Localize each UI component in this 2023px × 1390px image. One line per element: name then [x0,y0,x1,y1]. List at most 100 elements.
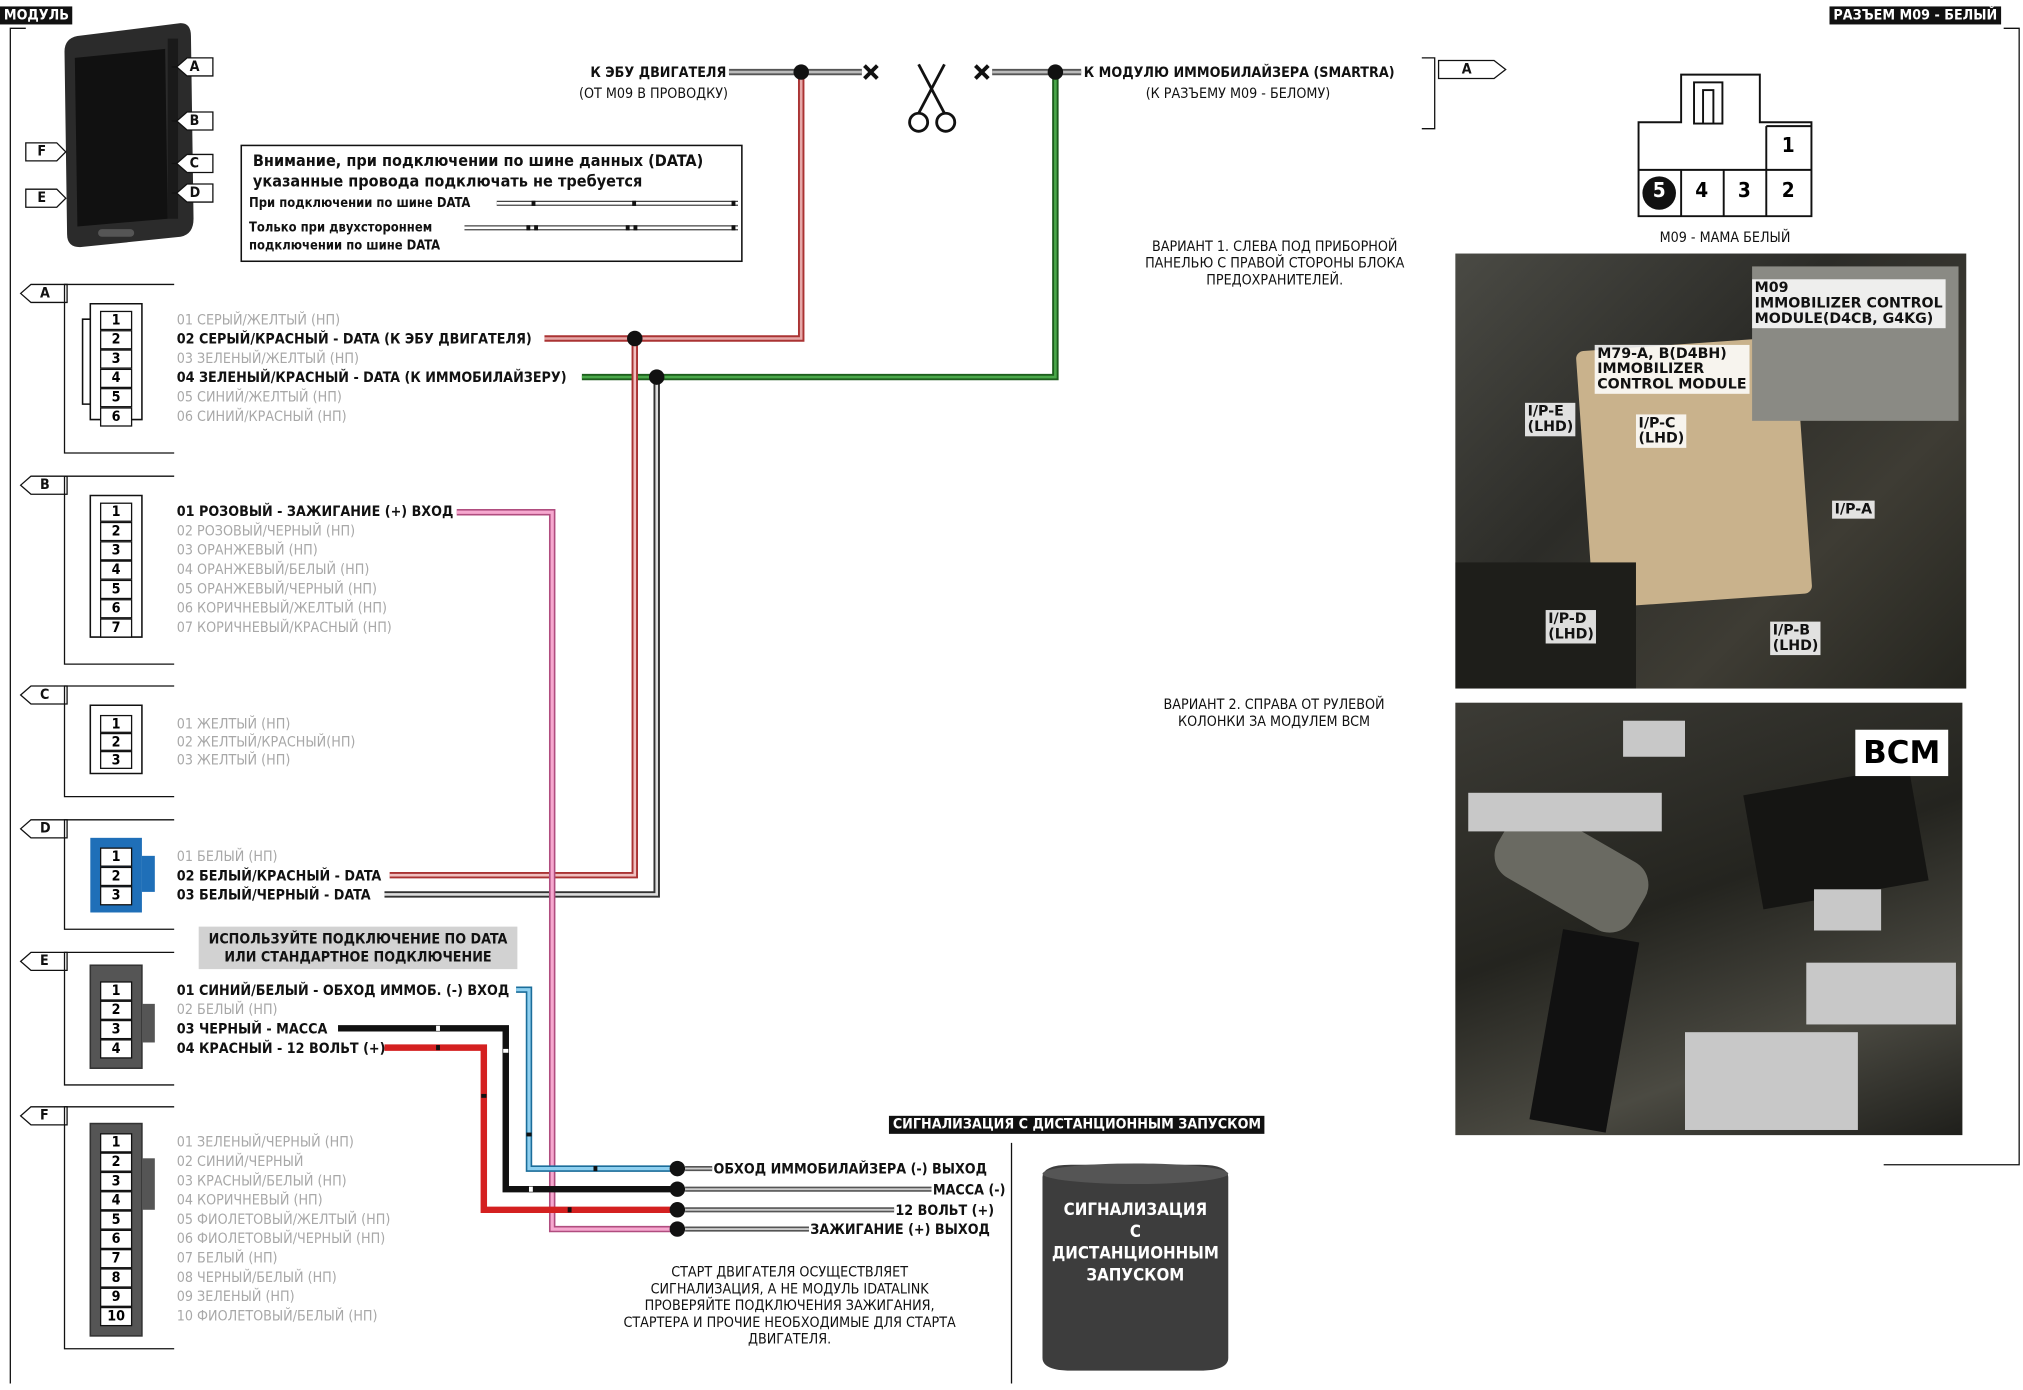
ground-wire [338,1025,678,1193]
port-label-a: A [189,57,200,75]
pin-cell-e-3 [99,1019,133,1040]
alarm-output-lines [685,1166,932,1232]
data-note-box: ИСПОЛЬЗУЙТЕ ПОДКЛЮЧЕНИЕ ПО DATA ИЛИ СТАН… [198,926,518,970]
pin-number-b-5: 5 [111,580,121,598]
pin-cell-d-3 [99,886,133,906]
pin-cell-f-2 [99,1152,133,1172]
pin-cell-f-9 [99,1287,133,1307]
port-tag-a [175,57,214,77]
port-label-f: F [37,142,47,160]
wire-b-06: 06 КОРИЧНЕВЫЙ/ЖЕЛТЫЙ (НП) [176,599,387,617]
wire-f-08: 08 ЧЕРНЫЙ/БЕЛЫЙ (НП) [176,1268,337,1286]
wire-f-05: 05 ФИОЛЕТОВЫЙ/ЖЕЛТЫЙ (НП) [176,1211,391,1228]
pin-number-f-8: 8 [111,1268,121,1286]
pin-cell-a-6 [99,407,133,427]
pin-number-c-3: 3 [111,751,121,769]
pin-cell-f-5 [99,1210,133,1230]
m09-pin-1: 1 [1781,132,1795,158]
pin-cell-f-4 [99,1191,133,1211]
pin-number-f-5: 5 [111,1211,121,1228]
wire-e-02: 02 БЕЛЫЙ (НП) [176,1001,278,1019]
wire-e-03: 03 ЧЕРНЫЙ - МАССА [176,1020,328,1038]
pin-number-b-4: 4 [111,561,121,578]
pin-cells [99,310,133,1327]
section-tag-d [19,819,68,839]
alarm-device-line4: ЗАПУСКОМ [1086,1266,1185,1286]
section-tag-b [19,475,68,495]
data-note-line2: ИЛИ СТАНДАРТНОЕ ПОДКЛЮЧЕНИЕ [224,948,492,966]
m09-connector [1637,73,1813,218]
pin-cell-b-5 [99,579,133,600]
section-tag-a [19,283,68,304]
photo2-label-bcm: BCM [1855,729,1949,777]
wire-a-06: 06 СИНИЙ/КРАСНЫЙ (НП) [176,407,347,425]
pin-number-f-7: 7 [111,1249,121,1267]
pin-number-f-6: 6 [111,1230,121,1248]
variant-2-text: ВАРИАНТ 2. СПРАВА ОТ РУЛЕВОЙ КОЛОНКИ ЗА … [1163,696,1385,730]
notice-line1: Внимание, при подключении по шине данных… [252,150,704,170]
pin-cell-f-10 [99,1306,133,1327]
pin-cell-f-3 [99,1171,133,1192]
pin-cell-b-4 [99,560,133,580]
wire-f-07: 07 БЕЛЫЙ (НП) [176,1249,278,1267]
alarm-tag: СИГНАЛИЗАЦИЯ С ДИСТАНЦИОННЫМ ЗАПУСКОМ [888,1115,1266,1134]
section-label-d: D [39,819,51,837]
top-ref-label: A [1461,60,1472,78]
wire-f-06: 06 ФИОЛЕТОВЫЙ/ЧЕРНЫЙ (НП) [176,1230,386,1248]
wire-c-02: 02 ЖЕЛТЫЙ/КРАСНЫЙ(НП) [176,733,356,751]
wire-a-05: 05 СИНИЙ/ЖЕЛТЫЙ (НП) [176,388,342,406]
notice-row2a: Только при двухстороннем [249,221,433,236]
top-ref-tag-a [1437,59,1507,80]
alarm-device-line3: ДИСТАНЦИОННЫМ [1051,1244,1219,1264]
alarm-dots [669,1160,686,1237]
alarm-out-ground: МАССА (-) [932,1181,1006,1199]
pin-cell-f-8 [99,1268,133,1288]
module-tag: МОДУЛЬ [0,6,73,25]
notice-line2: указанные провода подключать не требуетс… [252,171,643,191]
pin-cell-c-2 [99,732,133,751]
pin-cell-a-3 [99,349,133,369]
pin-number-b-6: 6 [111,599,121,617]
pin-number-d-2: 2 [111,867,121,885]
variant-1-text: ВАРИАНТ 1. СЛЕВА ПОД ПРИБОРНОЙ ПАНЕЛЬЮ С… [1145,238,1405,289]
pin-number-b-2: 2 [111,522,121,540]
pin-number-c-1: 1 [111,715,121,733]
wire-d-01: 01 БЕЛЫЙ (НП) [176,848,278,865]
photo2-mask-4 [1806,962,1956,1025]
port-label-b: B [189,111,200,129]
wire-b-04: 04 ОРАНЖЕВЫЙ/БЕЛЫЙ (НП) [176,561,370,578]
wire-e-04: 04 КРАСНЫЙ - 12 ВОЛЬТ (+) [176,1039,386,1057]
photo1-label-ipc: I/P-C (LHD) [1635,414,1687,448]
alarm-out-power: 12 ВОЛЬТ (+) [895,1202,995,1219]
m09-pin-5: 5 [1652,177,1666,203]
pin-number-a-5: 5 [111,388,121,406]
m09-pin-2: 2 [1781,177,1795,203]
pin-number-f-3: 3 [111,1172,121,1190]
wire-marks [436,1025,598,1213]
wire-f-01: 01 ЗЕЛЕНЫЙ/ЧЕРНЫЙ (НП) [176,1133,354,1151]
wire-d-03: 03 БЕЛЫЙ/ЧЕРНЫЙ - DATA [176,886,371,904]
section-tag-f [19,1106,68,1126]
alarm-device-line1: СИГНАЛИЗАЦИЯ [1063,1200,1208,1221]
pin-cell-e-2 [99,1000,133,1020]
pin-cell-a-2 [99,330,133,350]
photo1-label-ipa: I/P-A [1832,500,1875,519]
pin-cell-b-2 [99,521,133,542]
pin-number-f-9: 9 [111,1288,121,1306]
pin-number-e-4: 4 [111,1039,121,1057]
photo1-label-ipd: I/P-D (LHD) [1545,610,1597,644]
section-label-e: E [39,952,49,970]
pin-cell-a-1 [99,310,133,331]
junction-immo [1047,64,1064,80]
photo2-mask-3 [1814,889,1882,931]
wire-d-02: 02 БЕЛЫЙ/КРАСНЫЙ - DATA [176,867,382,885]
wire-c-01: 01 ЖЕЛТЫЙ (НП) [176,715,291,733]
wire-e-01: 01 СИНИЙ/БЕЛЫЙ - ОБХОД ИММОБ. (-) ВХОД [176,981,510,999]
pin-cell-b-3 [99,541,133,561]
photo2-mask-2 [1468,792,1662,832]
port-label-c: C [189,154,200,172]
wire-f-04: 04 КОРИЧНЕВЫЙ (НП) [176,1191,323,1209]
